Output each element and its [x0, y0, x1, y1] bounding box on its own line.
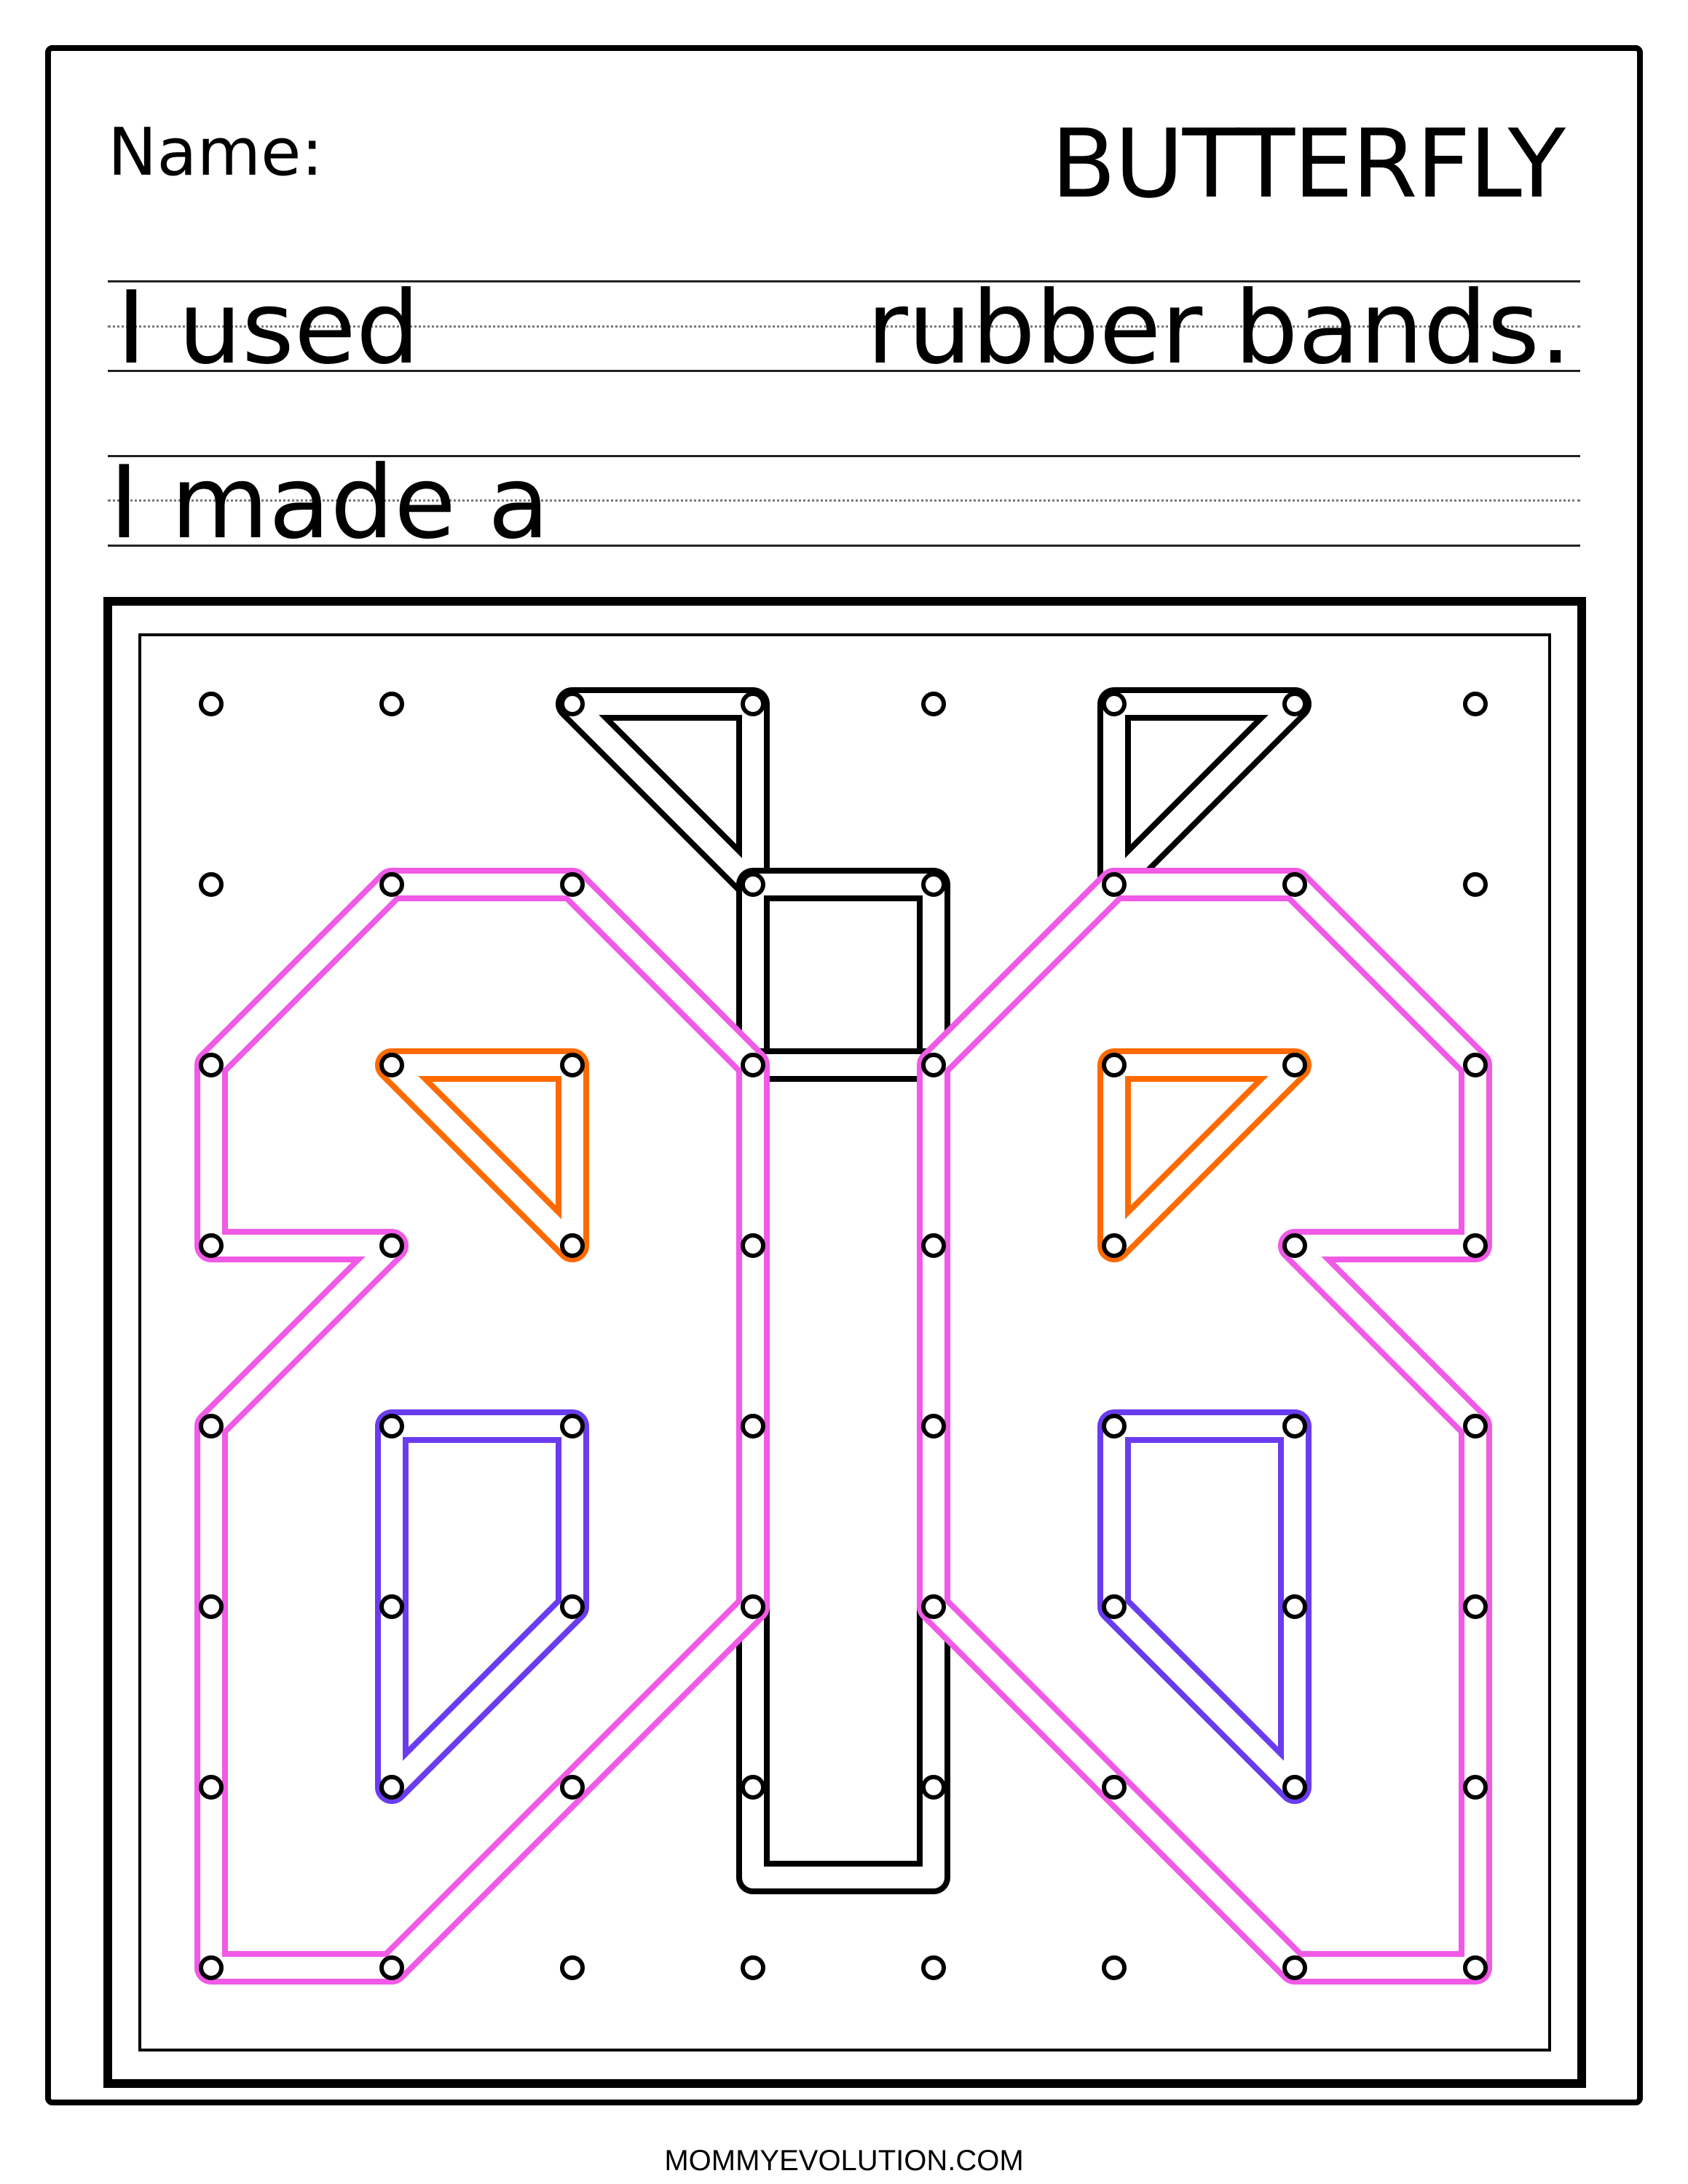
- peg: [1463, 1053, 1488, 1077]
- peg: [379, 872, 404, 897]
- peg: [1282, 1414, 1307, 1439]
- band-head: [736, 868, 950, 1082]
- band-spot-left: [375, 1409, 589, 1804]
- rubber-bands: [194, 687, 1492, 1985]
- peg: [199, 692, 224, 716]
- band-thorax-inner: [742, 1054, 944, 1888]
- sentence-2-start: I made a: [109, 444, 550, 561]
- peg: [199, 1414, 224, 1439]
- peg: [379, 1233, 404, 1258]
- band-triangle-right-inner: [1103, 1054, 1306, 1257]
- band-triangle-left-inner: [381, 1054, 583, 1257]
- peg: [1282, 1775, 1307, 1800]
- worksheet-border: [45, 45, 1643, 2105]
- peg: [921, 1955, 946, 1980]
- peg: [379, 1955, 404, 1980]
- peg: [379, 1775, 404, 1800]
- peg: [379, 1594, 404, 1619]
- geoboard-frame-outer: [103, 597, 1586, 2088]
- peg: [1102, 1775, 1127, 1800]
- sentence-1-start: I used: [117, 269, 420, 387]
- peg: [199, 1594, 224, 1619]
- peg: [1282, 1955, 1307, 1980]
- peg: [1463, 1594, 1488, 1619]
- peg: [199, 872, 224, 897]
- guide-line-mid-2: [108, 499, 1580, 502]
- peg: [1282, 692, 1307, 716]
- peg: [560, 1955, 585, 1980]
- peg: [741, 1955, 765, 1980]
- peg: [741, 872, 765, 897]
- pegs: [199, 692, 1488, 1980]
- peg: [560, 872, 585, 897]
- footer-site: MOMMYEVOLUTION.COM: [664, 2145, 1024, 2177]
- peg: [1463, 1775, 1488, 1800]
- worksheet-title: BUTTERFLY: [1051, 108, 1566, 219]
- peg: [921, 1233, 946, 1258]
- peg: [1102, 1053, 1127, 1077]
- peg: [921, 1594, 946, 1619]
- band-spot-right: [1097, 1409, 1312, 1804]
- band-thorax: [736, 1048, 950, 1894]
- peg: [741, 1053, 765, 1077]
- peg: [741, 1233, 765, 1258]
- guide-line-top-2: [108, 455, 1580, 457]
- peg: [921, 872, 946, 897]
- name-label: Name:: [108, 114, 323, 191]
- peg: [741, 1775, 765, 1800]
- peg: [1102, 1233, 1127, 1258]
- peg: [1282, 1233, 1307, 1258]
- peg: [1282, 1594, 1307, 1619]
- guide-line-base-1: [108, 370, 1580, 372]
- peg: [741, 1594, 765, 1619]
- peg: [921, 1053, 946, 1077]
- band-spot-left-inner: [381, 1415, 583, 1798]
- peg: [560, 1594, 585, 1619]
- peg: [1102, 692, 1127, 716]
- peg: [1102, 1414, 1127, 1439]
- peg: [1282, 1053, 1307, 1077]
- peg: [560, 1053, 585, 1077]
- band-antenna-right-inner: [1103, 693, 1306, 895]
- peg: [199, 1775, 224, 1800]
- band-head-inner: [742, 874, 944, 1076]
- guide-line-base-2: [108, 545, 1580, 547]
- peg: [1282, 872, 1307, 897]
- peg: [560, 1233, 585, 1258]
- peg: [921, 1775, 946, 1800]
- peg: [921, 692, 946, 716]
- peg: [1463, 1414, 1488, 1439]
- peg: [1102, 872, 1127, 897]
- peg: [1463, 1955, 1488, 1980]
- sentence-1-end: rubber bands.: [867, 269, 1571, 387]
- peg: [379, 692, 404, 716]
- geoboard-frame-inner: [138, 633, 1551, 2052]
- peg: [199, 1233, 224, 1258]
- peg: [921, 1414, 946, 1439]
- peg: [1463, 692, 1488, 716]
- peg: [1463, 1233, 1488, 1258]
- peg: [1102, 1594, 1127, 1619]
- peg: [741, 1414, 765, 1439]
- peg: [560, 692, 585, 716]
- geoboard: [103, 597, 1586, 2088]
- peg: [741, 692, 765, 716]
- peg: [379, 1414, 404, 1439]
- peg: [199, 1955, 224, 1980]
- peg: [379, 1053, 404, 1077]
- peg: [1463, 872, 1488, 897]
- peg: [1102, 1955, 1127, 1980]
- guide-line-mid-1: [108, 325, 1580, 328]
- peg: [560, 1414, 585, 1439]
- guide-line-top-1: [108, 280, 1580, 282]
- peg: [560, 1775, 585, 1800]
- peg: [199, 1053, 224, 1077]
- band-antenna-left-inner: [561, 693, 764, 895]
- band-spot-right-inner: [1103, 1415, 1306, 1798]
